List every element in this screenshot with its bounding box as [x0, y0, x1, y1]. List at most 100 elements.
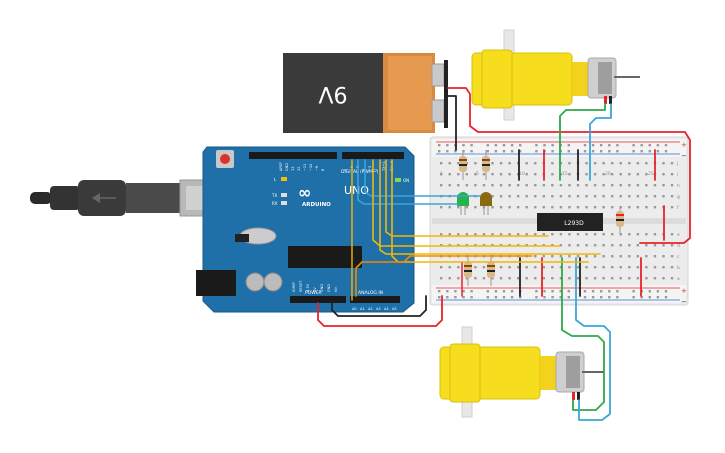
breadboard-hole[interactable]: [551, 277, 554, 280]
breadboard-hole[interactable]: [502, 150, 506, 153]
breadboard-hole[interactable]: [670, 162, 674, 165]
breadboard-hole[interactable]: [593, 244, 597, 247]
breadboard-hole[interactable]: [608, 144, 611, 147]
breadboard-hole[interactable]: [616, 144, 619, 147]
l293d-chip[interactable]: L293D: [537, 213, 603, 231]
breadboard-hole[interactable]: [438, 144, 441, 147]
breadboard-hole[interactable]: [482, 233, 486, 236]
breadboard-hole[interactable]: [576, 184, 580, 187]
breadboard-hole[interactable]: [446, 296, 449, 299]
breadboard-hole[interactable]: [559, 233, 563, 236]
breadboard-hole[interactable]: [568, 184, 571, 187]
breadboard-hole[interactable]: [593, 277, 597, 280]
breadboard-hole[interactable]: [653, 277, 657, 280]
wire-gnd[interactable]: [331, 295, 427, 317]
breadboard-hole[interactable]: [486, 144, 489, 147]
breadboard-hole[interactable]: [559, 277, 563, 280]
breadboard-hole[interactable]: [525, 184, 528, 187]
resistor-4[interactable]: [464, 255, 472, 286]
breadboard-hole[interactable]: [448, 277, 451, 280]
resistor-5[interactable]: [487, 255, 495, 286]
breadboard-hole[interactable]: [628, 244, 631, 247]
breadboard-hole[interactable]: [534, 162, 537, 165]
breadboard-hole[interactable]: [454, 296, 457, 299]
breadboard-hole[interactable]: [499, 173, 503, 176]
breadboard-hole[interactable]: [628, 195, 631, 198]
breadboard-hole[interactable]: [632, 150, 635, 153]
breadboard-hole[interactable]: [664, 150, 668, 153]
power-header[interactable]: [290, 296, 346, 303]
breadboard-hole[interactable]: [499, 162, 503, 165]
led-yellow[interactable]: [480, 192, 492, 215]
led-green[interactable]: [457, 192, 469, 215]
breadboard-hole[interactable]: [611, 195, 614, 198]
breadboard-hole[interactable]: [576, 195, 580, 198]
breadboard-hole[interactable]: [508, 266, 511, 269]
digital-header-right[interactable]: [342, 152, 404, 159]
breadboard-hole[interactable]: [608, 290, 611, 293]
breadboard-hole[interactable]: [551, 206, 554, 209]
resistor-1[interactable]: [459, 150, 467, 180]
wire-signal-yellow-4[interactable]: [391, 159, 589, 263]
breadboard-hole[interactable]: [491, 277, 494, 280]
breadboard-hole[interactable]: [611, 255, 614, 258]
breadboard-hole[interactable]: [491, 184, 494, 187]
breadboard-hole[interactable]: [640, 296, 643, 299]
breadboard-hole[interactable]: [632, 296, 635, 299]
breadboard-hole[interactable]: [653, 184, 657, 187]
breadboard-hole[interactable]: [508, 184, 511, 187]
breadboard-hole[interactable]: [585, 162, 588, 165]
breadboard-hole[interactable]: [611, 266, 614, 269]
breadboard-hole[interactable]: [662, 162, 665, 165]
breadboard-hole[interactable]: [535, 144, 538, 147]
breadboard-hole[interactable]: [656, 296, 660, 299]
breadboard-hole[interactable]: [602, 184, 605, 187]
breadboard-hole[interactable]: [591, 150, 595, 153]
breadboard-hole[interactable]: [502, 290, 506, 293]
breadboard-hole[interactable]: [591, 296, 595, 299]
breadboard-hole[interactable]: [628, 184, 631, 187]
breadboard-hole[interactable]: [551, 233, 554, 236]
breadboard-hole[interactable]: [502, 144, 506, 147]
breadboard-hole[interactable]: [670, 195, 674, 198]
breadboard-hole[interactable]: [525, 277, 528, 280]
breadboard-hole[interactable]: [457, 277, 460, 280]
breadboard-hole[interactable]: [454, 150, 457, 153]
breadboard-hole[interactable]: [648, 150, 651, 153]
breadboard-hole[interactable]: [636, 195, 640, 198]
breadboard-hole[interactable]: [486, 290, 489, 293]
breadboard-hole[interactable]: [499, 233, 503, 236]
breadboard-hole[interactable]: [585, 195, 588, 198]
breadboard-hole[interactable]: [440, 233, 443, 236]
breadboard-hole[interactable]: [602, 206, 605, 209]
breadboard-hole[interactable]: [457, 206, 460, 209]
breadboard-hole[interactable]: [508, 162, 511, 165]
breadboard-hole[interactable]: [636, 233, 640, 236]
wire-signal-orange[interactable]: [355, 255, 533, 297]
breadboard-hole[interactable]: [628, 277, 631, 280]
breadboard-hole[interactable]: [602, 195, 605, 198]
breadboard-hole[interactable]: [619, 162, 622, 165]
breadboard-hole[interactable]: [491, 206, 494, 209]
breadboard-hole[interactable]: [628, 266, 631, 269]
breadboard-hole[interactable]: [543, 296, 546, 299]
breadboard-hole[interactable]: [608, 296, 611, 299]
breadboard-hole[interactable]: [502, 296, 506, 299]
breadboard-hole[interactable]: [616, 150, 619, 153]
breadboard-hole[interactable]: [542, 195, 545, 198]
dc-motor-top[interactable]: [471, 29, 640, 121]
breadboard-hole[interactable]: [559, 195, 563, 198]
breadboard-hole[interactable]: [508, 206, 511, 209]
arduino-uno-board[interactable]: ∞ UNO ARDUINO DIGITAL (PWM~) POWER ANALO…: [196, 146, 415, 313]
breadboard-hole[interactable]: [662, 184, 665, 187]
breadboard-hole[interactable]: [576, 233, 580, 236]
breadboard-hole[interactable]: [457, 184, 460, 187]
breadboard-hole[interactable]: [542, 255, 545, 258]
breadboard-hole[interactable]: [559, 266, 563, 269]
breadboard-hole[interactable]: [664, 296, 668, 299]
breadboard-hole[interactable]: [611, 244, 614, 247]
breadboard-hole[interactable]: [645, 266, 648, 269]
breadboard-hole[interactable]: [448, 162, 451, 165]
resistor-2[interactable]: [482, 150, 490, 180]
breadboard-hole[interactable]: [525, 266, 528, 269]
